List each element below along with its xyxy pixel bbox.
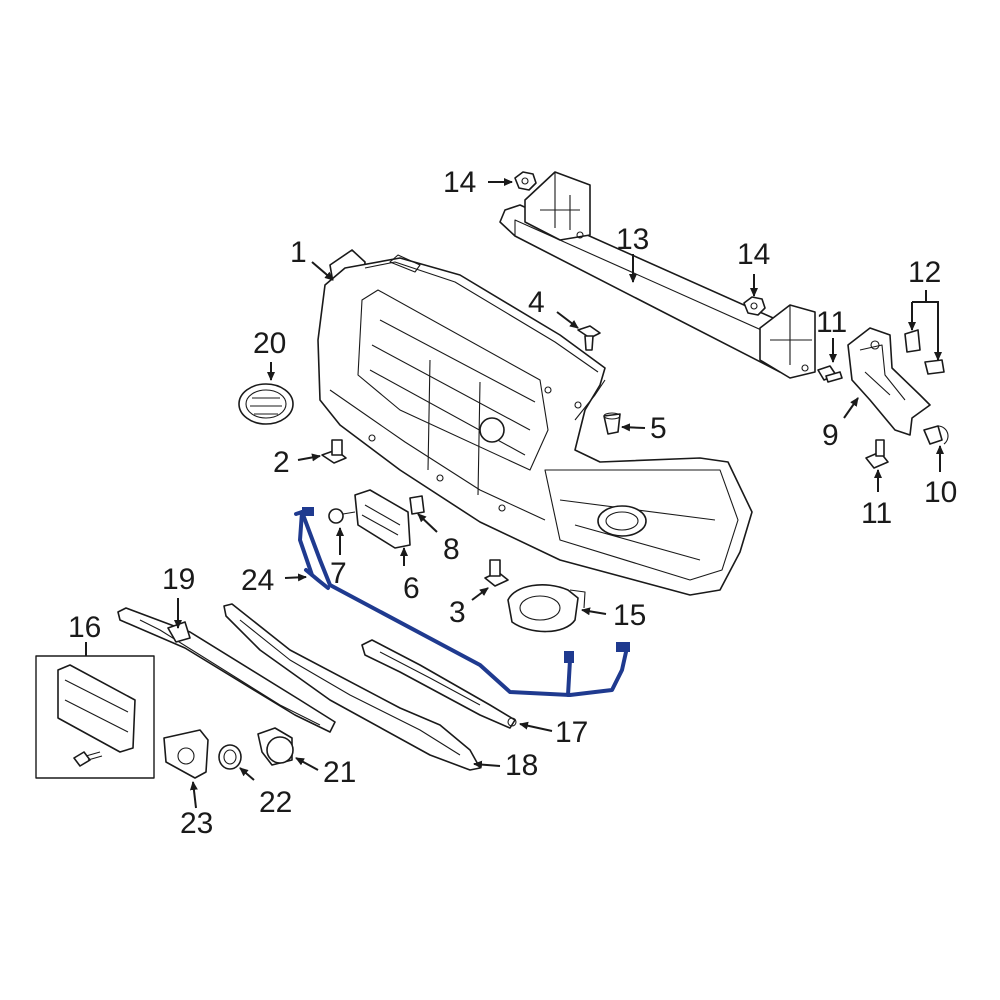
reinforcement-beam xyxy=(499,171,816,379)
leader-lines xyxy=(85,178,944,809)
leader-5 xyxy=(621,423,646,432)
leader-23 xyxy=(189,781,198,809)
retainer-clip xyxy=(603,412,621,435)
nut-upper xyxy=(514,171,537,191)
leader-3 xyxy=(471,587,489,601)
callout-5: 5 xyxy=(650,412,667,445)
harness-connector-left xyxy=(302,507,314,516)
callout-11-upper: 11 xyxy=(816,306,847,339)
center-bracket xyxy=(354,489,411,549)
callout-9: 9 xyxy=(822,419,839,452)
callout-11-lower: 11 xyxy=(861,497,892,530)
bolt-lower xyxy=(484,559,509,587)
license-plate-assembly xyxy=(35,655,155,779)
callout-8: 8 xyxy=(443,533,460,566)
bolt-upper xyxy=(577,325,601,351)
leader-15 xyxy=(581,607,607,616)
callout-23: 23 xyxy=(180,807,213,840)
center-trim-strip xyxy=(361,639,517,729)
bolt-left xyxy=(321,439,347,464)
leader-24 xyxy=(284,573,307,582)
callout-3: 3 xyxy=(449,596,466,629)
callout-14-upper: 14 xyxy=(443,166,476,199)
callout-1: 1 xyxy=(290,236,307,269)
fog-lamp-bezel xyxy=(507,584,586,633)
callout-labels: 1 2 3 4 5 6 7 8 9 10 11 11 12 13 14 14 1… xyxy=(68,166,957,840)
leader-17 xyxy=(519,721,553,732)
callout-19: 19 xyxy=(162,563,195,596)
screw-lower xyxy=(865,439,889,469)
callout-2: 2 xyxy=(273,446,290,479)
callout-15: 15 xyxy=(613,599,646,632)
screw-upper xyxy=(817,365,843,383)
wiring-harness xyxy=(294,507,630,697)
callout-10: 10 xyxy=(924,476,957,509)
push-pin xyxy=(923,425,949,445)
nut-lower xyxy=(743,296,766,316)
callout-6: 6 xyxy=(403,572,420,605)
callout-17: 17 xyxy=(555,716,588,749)
leader-21 xyxy=(295,757,319,771)
leader-22 xyxy=(239,767,255,781)
callout-21: 21 xyxy=(323,756,356,789)
leader-4 xyxy=(556,311,579,329)
leader-9 xyxy=(843,397,859,419)
emblem-badge xyxy=(238,383,294,425)
callout-16: 16 xyxy=(68,611,101,644)
parking-sensor xyxy=(257,727,294,766)
leader-18 xyxy=(473,760,501,769)
harness-connector-right xyxy=(616,642,630,652)
callout-20: 20 xyxy=(253,327,286,360)
clip-pair xyxy=(904,329,945,375)
callout-22: 22 xyxy=(259,786,292,819)
callout-14-lower: 14 xyxy=(737,238,770,271)
side-bracket xyxy=(847,327,931,436)
callout-7: 7 xyxy=(330,557,347,590)
bumper-cover xyxy=(317,249,753,596)
callout-13: 13 xyxy=(616,223,649,256)
callout-18: 18 xyxy=(505,749,538,782)
harness-connector-center xyxy=(564,651,574,663)
leader-1 xyxy=(311,261,334,281)
callout-4: 4 xyxy=(528,286,545,319)
leader-2 xyxy=(297,453,321,462)
sensor-ring xyxy=(218,744,242,770)
nut-clip xyxy=(409,495,425,515)
sensor-bracket xyxy=(163,729,209,779)
screw-center xyxy=(328,508,356,524)
callout-12: 12 xyxy=(908,256,941,289)
callout-24: 24 xyxy=(241,564,274,597)
leader-8 xyxy=(417,513,438,533)
lower-trim-strip xyxy=(117,607,336,733)
